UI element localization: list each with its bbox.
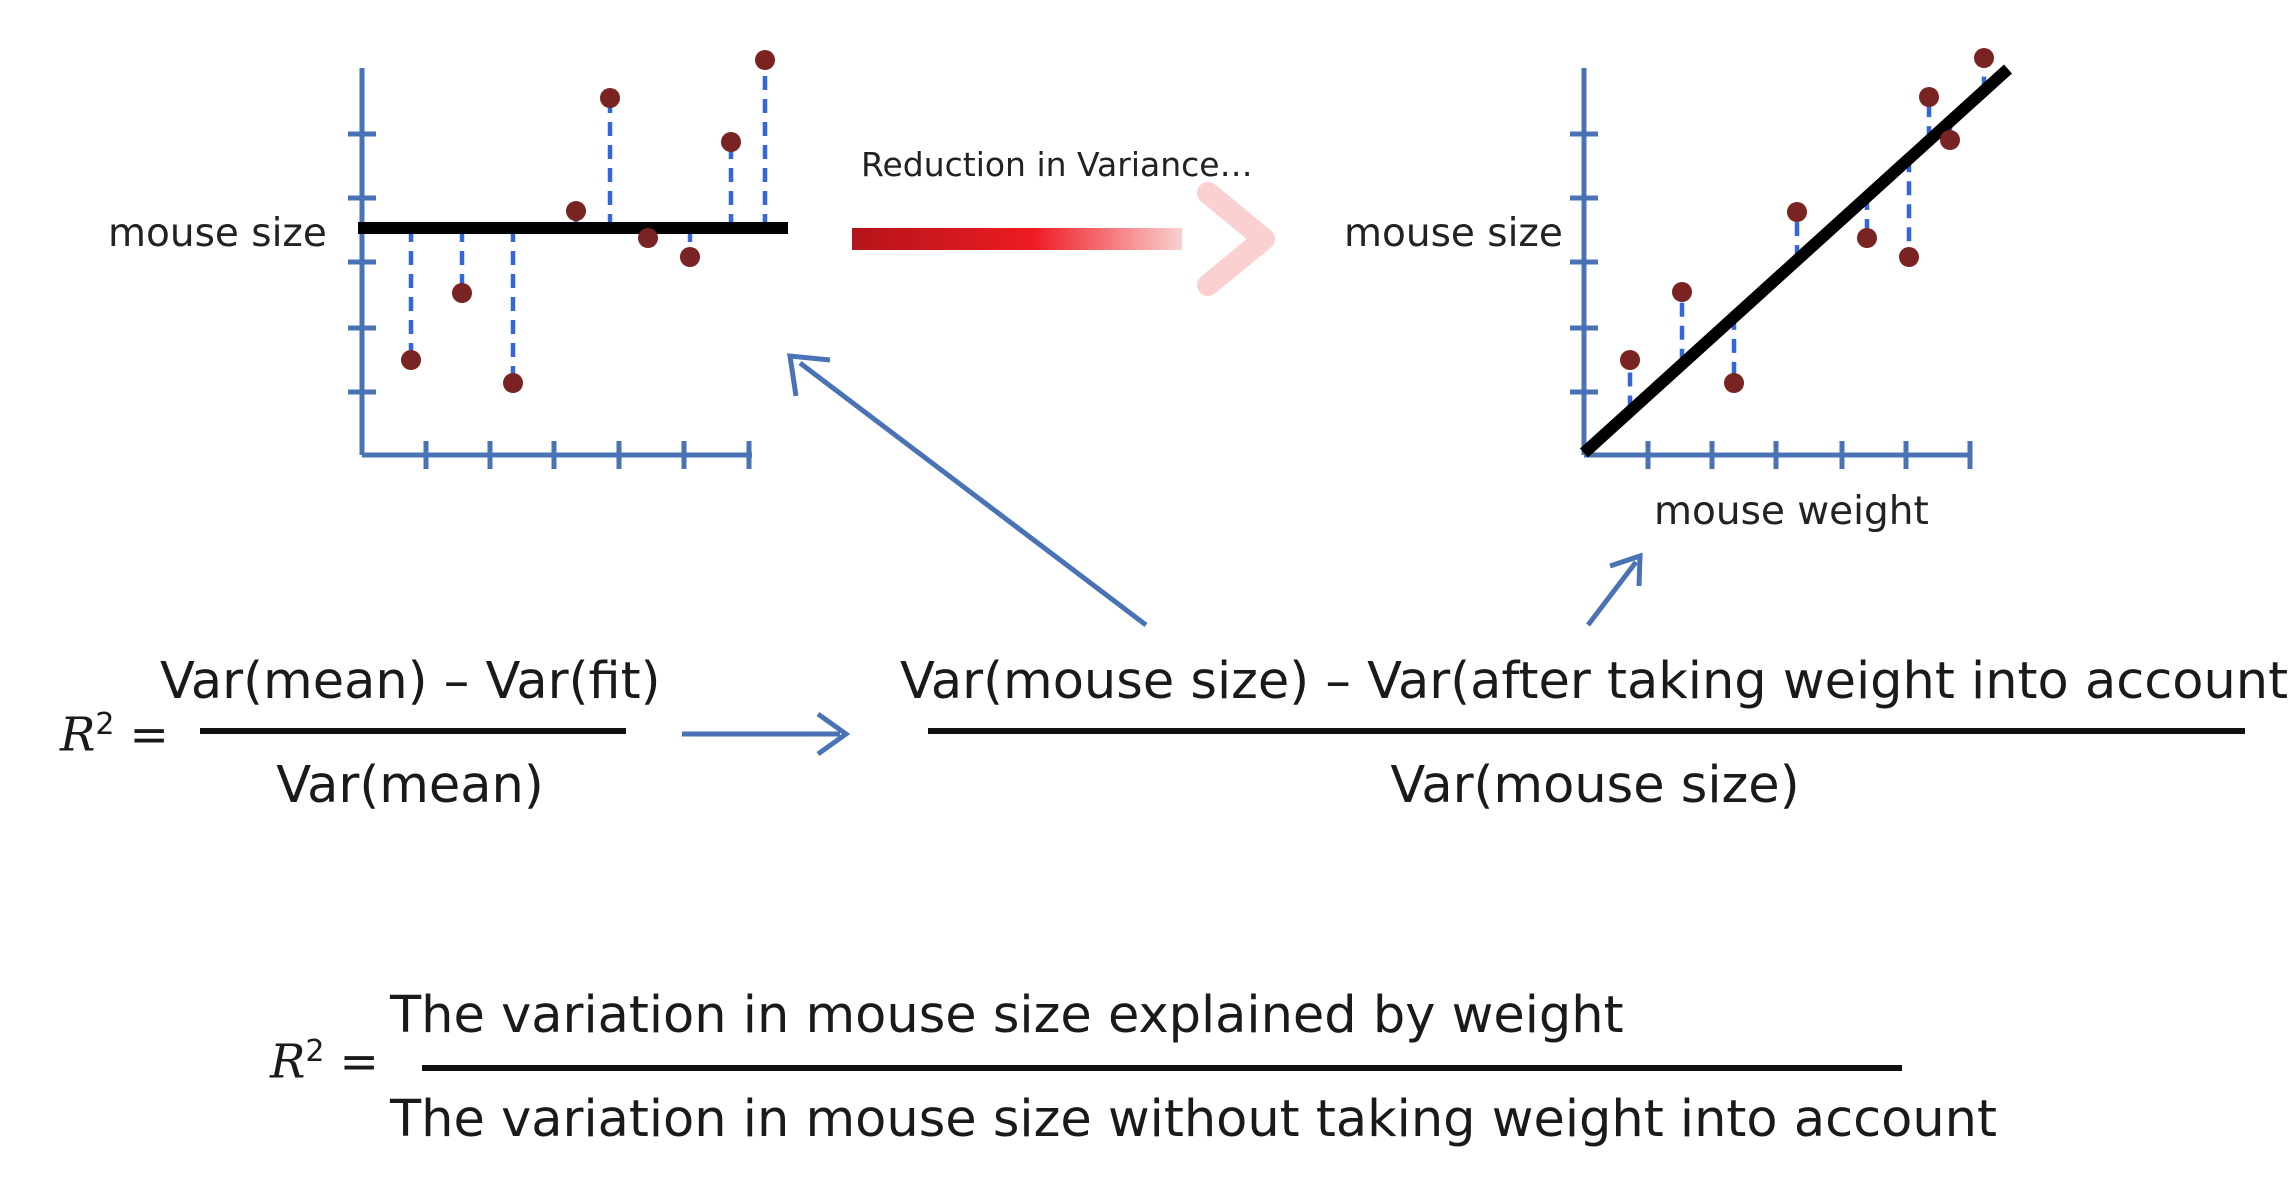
data-point — [503, 373, 523, 393]
formula-2-denominator: Var(mouse size) — [1390, 756, 1800, 815]
data-point — [1974, 48, 1994, 68]
formula-3-denominator: The variation in mouse size without taki… — [390, 1090, 1997, 1149]
formula-1-fraction-bar — [200, 728, 626, 734]
formula-1-power: 2 — [95, 707, 115, 742]
formula-3-power: 2 — [305, 1034, 325, 1069]
data-point — [1899, 247, 1919, 267]
data-point — [1940, 130, 1960, 150]
arrows — [682, 182, 1643, 757]
blue-arrow-between-formulas-head — [816, 711, 851, 757]
fit-line — [1579, 64, 2013, 458]
blue-arrow-to-right-plot-head — [1609, 552, 1643, 587]
formula-3-equals: = — [339, 1034, 379, 1090]
formula-2-numerator: Var(mouse size) – Var(after taking weigh… — [900, 652, 2292, 711]
left-plot-y-label: mouse size — [108, 211, 327, 256]
right-scatter-plot — [1570, 48, 2013, 469]
formula-1-r-symbol: R — [60, 707, 96, 763]
data-point — [755, 50, 775, 70]
left-scatter-plot — [348, 50, 788, 469]
data-point — [638, 228, 658, 248]
data-point — [721, 132, 741, 152]
formula-3-r-symbol: R — [270, 1034, 306, 1090]
right-plot-y-label: mouse size — [1344, 211, 1563, 256]
data-point — [1724, 373, 1744, 393]
formula-3-lhs: R2 = — [270, 1037, 379, 1086]
data-point — [1919, 87, 1939, 107]
reduction-caption: Reduction in Variance… — [861, 145, 1253, 184]
data-point — [600, 88, 620, 108]
formula-1-denominator: Var(mean) — [276, 756, 544, 815]
data-point — [401, 350, 421, 370]
formula-3-fraction-bar — [422, 1065, 1902, 1071]
data-point — [1787, 202, 1807, 222]
formula-1-lhs: R2 = — [60, 710, 169, 759]
data-point — [1672, 282, 1692, 302]
red-arrow-shaft — [852, 228, 1182, 250]
blue-arrow-to-left-plot — [798, 361, 1148, 627]
data-point — [452, 283, 472, 303]
data-point — [1857, 228, 1877, 248]
formula-1-numerator: Var(mean) – Var(fit) — [160, 652, 661, 711]
blue-arrow-to-right-plot — [1586, 560, 1638, 627]
formula-3-numerator: The variation in mouse size explained by… — [390, 986, 1624, 1045]
data-point — [566, 201, 586, 221]
right-plot-x-label: mouse weight — [1654, 489, 1929, 534]
blue-arrow-to-left-plot-head — [787, 353, 831, 397]
formula-2-fraction-bar — [928, 728, 2245, 734]
data-point — [1620, 350, 1640, 370]
red-arrow-head — [1197, 182, 1275, 296]
formula-1-equals: = — [129, 707, 169, 763]
data-point — [680, 247, 700, 267]
